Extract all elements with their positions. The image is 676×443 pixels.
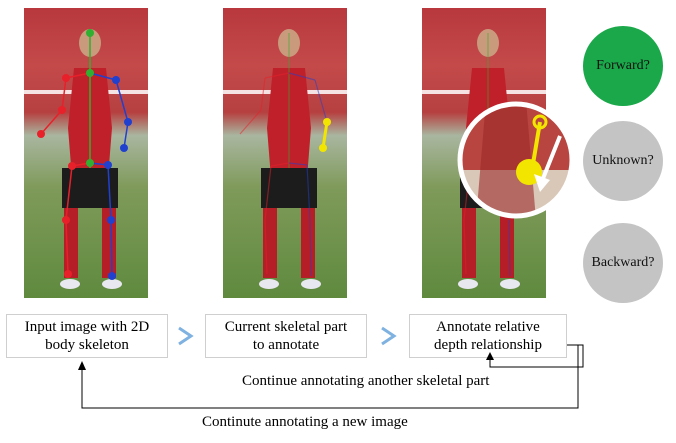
- choice-backward[interactable]: Backward?: [583, 223, 663, 303]
- current-part-photo: [223, 8, 347, 298]
- annotate-step-line1: Annotate relative: [436, 319, 540, 335]
- player-figure-faded-skeleton: [223, 29, 347, 289]
- zoom-lens: [457, 101, 575, 219]
- next-step-arrow-icon: [178, 326, 194, 346]
- choice-unknown-label: Unknown?: [592, 153, 654, 168]
- inner-loop-arrowhead: [486, 352, 494, 360]
- choice-unknown[interactable]: Unknown?: [583, 121, 663, 201]
- input-step-line1: Input image with 2D: [24, 319, 150, 335]
- current-step-box: Current skeletal part to annotate: [205, 314, 367, 358]
- input-step-box: Input image with 2D body skeleton: [6, 314, 168, 358]
- choice-forward[interactable]: Forward?: [583, 26, 663, 106]
- player-figure-with-skeleton: [24, 29, 148, 289]
- current-step-line1: Current skeletal part: [224, 319, 348, 335]
- annotate-step-box: Annotate relative depth relationship: [409, 314, 567, 358]
- next-step-arrow-icon: [381, 326, 397, 346]
- input-step-line2: body skeleton: [45, 337, 129, 353]
- choice-forward-label: Forward?: [596, 58, 650, 73]
- input-photo: [24, 8, 148, 298]
- choice-backward-label: Backward?: [591, 255, 655, 270]
- inner-loop-label: Continue annotating another skeletal par…: [242, 373, 490, 389]
- current-step-line2: to annotate: [252, 337, 320, 353]
- annotate-step-line2: depth relationship: [434, 337, 542, 353]
- outer-loop-arrowhead: [78, 361, 86, 370]
- outer-loop-label: Continute annotating a new image: [202, 414, 408, 430]
